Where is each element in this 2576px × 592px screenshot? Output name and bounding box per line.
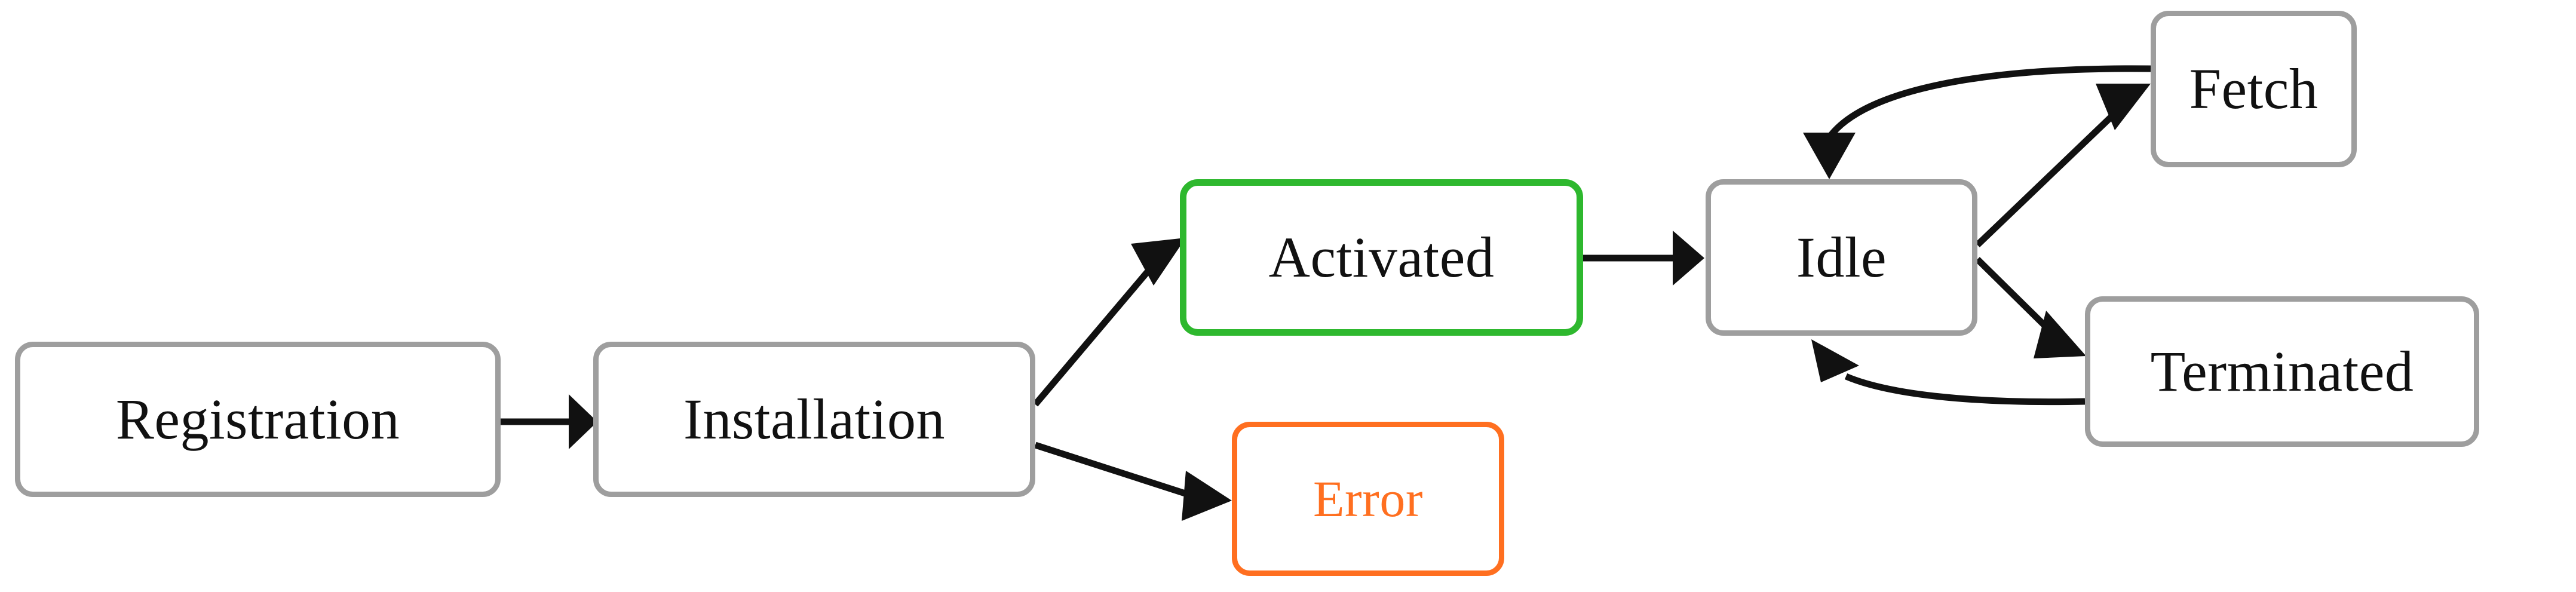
state-node-error[interactable]: Error	[1232, 422, 1504, 576]
edge-installation-to-activated	[1032, 238, 1186, 407]
edge-registration-to-installation	[501, 394, 597, 449]
state-label-fetch: Fetch	[2189, 57, 2319, 121]
state-label-idle: Idle	[1796, 225, 1887, 289]
state-label-registration: Registration	[115, 387, 400, 451]
state-label-error: Error	[1313, 470, 1423, 527]
edge-activated-to-idle	[1583, 231, 1704, 286]
state-label-installation: Installation	[683, 387, 945, 451]
state-node-terminated[interactable]: Terminated	[2085, 296, 2479, 447]
state-label-activated: Activated	[1268, 225, 1495, 289]
edge-terminated-to-idle	[1811, 339, 2086, 406]
state-label-terminated: Terminated	[2150, 339, 2414, 403]
edge-idle-to-fetch	[1975, 84, 2151, 247]
state-node-installation[interactable]: Installation	[593, 342, 1035, 497]
state-node-fetch[interactable]: Fetch	[2151, 11, 2357, 167]
state-node-registration[interactable]: Registration	[15, 342, 501, 497]
edge-idle-to-terminated	[1975, 257, 2086, 358]
edge-fetch-to-idle	[1803, 65, 2151, 179]
state-node-activated[interactable]: Activated	[1180, 179, 1583, 336]
state-node-idle[interactable]: Idle	[1706, 179, 1977, 336]
edge-installation-to-error	[1034, 441, 1232, 521]
